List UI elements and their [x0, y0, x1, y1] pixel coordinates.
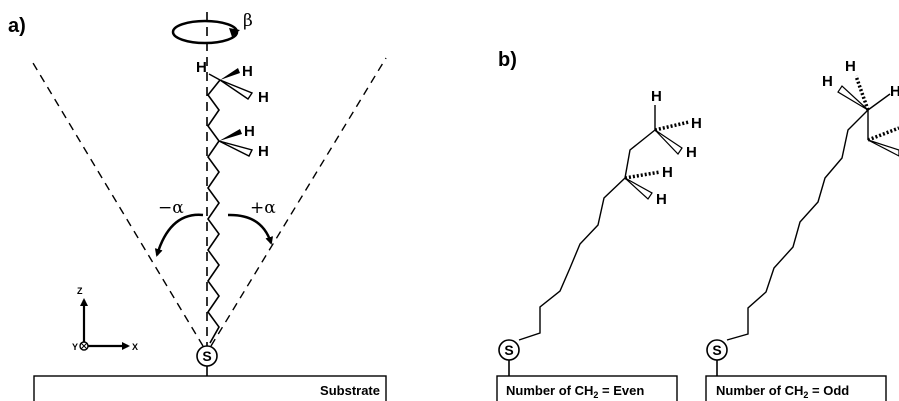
tilt-plus-alpha-label: +α	[250, 198, 276, 218]
sulfur-label-even: S	[504, 342, 513, 358]
panel-b: b) H H H H H S Number of CH2 = Even H	[496, 49, 899, 401]
panel-b-label: b)	[498, 49, 517, 71]
sulfur-label-odd: S	[712, 342, 721, 358]
wedge-upper-1	[220, 68, 240, 80]
wedge-odd-2	[867, 139, 899, 157]
chain-odd	[726, 109, 869, 341]
atom-h-upper-2: H	[258, 89, 269, 106]
atom-odd-h1: H	[822, 73, 833, 90]
axis-x-label: X	[132, 342, 138, 352]
wedge-even-2	[624, 177, 653, 200]
substrate-box	[33, 375, 387, 401]
bond-terminal	[208, 73, 221, 81]
molecule-even: H H H H H S Number of CH2 = Even	[496, 88, 702, 401]
wedge-mid-2	[218, 140, 254, 157]
panel-a-label: a)	[8, 15, 26, 37]
hash-odd-2	[867, 126, 899, 142]
chain-even	[518, 129, 656, 341]
tilt-cone-right-line	[210, 57, 387, 347]
wedge-even-1	[654, 129, 683, 155]
substrate-label: Substrate	[320, 383, 380, 398]
count-label-even: Number of CH2 = Even	[506, 383, 644, 400]
molecule-odd: H H H S Number of CH2 = Odd	[705, 58, 899, 401]
atom-odd-h2: H	[845, 58, 856, 75]
substrate-box-even	[496, 375, 678, 401]
alkyl-chain	[206, 79, 221, 344]
atom-h-mid-2: H	[258, 143, 269, 160]
axis-z-label: Z	[77, 286, 83, 296]
panel-a: a) β H H H H H −α +α	[8, 11, 387, 401]
wedge-upper-2	[219, 79, 254, 100]
wedge-mid-1	[219, 129, 242, 141]
atom-h-upper-1: H	[242, 63, 253, 80]
sulfur-label-a: S	[202, 348, 211, 364]
rotation-ellipse	[171, 19, 239, 45]
rotation-indicator: β	[171, 11, 253, 45]
hash-even-2	[624, 170, 661, 180]
atom-h-terminal: H	[196, 59, 207, 76]
count-label-odd: Number of CH2 = Odd	[716, 383, 849, 400]
atom-odd-h3: H	[890, 83, 899, 100]
atom-even-h3: H	[686, 144, 697, 161]
atom-h-mid-1: H	[244, 123, 255, 140]
rotation-beta-label: β	[243, 11, 253, 31]
substrate-box-odd	[705, 375, 887, 401]
atom-even-h4: H	[662, 164, 673, 181]
atom-even-h1: H	[651, 88, 662, 105]
coordinate-axes: Z Y X	[72, 286, 138, 352]
tilt-plus-arrow	[227, 213, 274, 245]
tilt-minus-alpha-label: −α	[158, 198, 184, 218]
atom-even-h5: H	[656, 191, 667, 208]
rotation-arrowhead	[229, 28, 240, 37]
wedge-odd-1	[837, 85, 869, 111]
axis-y-label: Y	[72, 342, 78, 352]
atom-even-h2: H	[691, 115, 702, 132]
hash-even-1	[654, 120, 690, 132]
tilt-minus-arrow	[154, 213, 204, 257]
